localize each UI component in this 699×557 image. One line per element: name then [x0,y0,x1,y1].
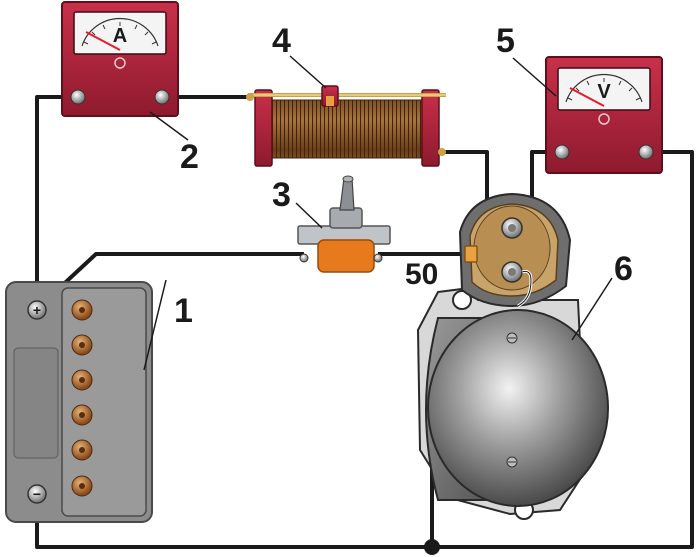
rheostat-icon [246,85,446,167]
callout-starter: 6 [614,250,633,288]
ammeter-icon [61,1,179,117]
starter-motor-icon [416,192,609,520]
battery-positive-label: + [33,302,41,318]
callout-ammeter: 2 [180,138,199,176]
voltmeter-icon [545,56,663,174]
callout-switch: 3 [272,176,291,214]
junction-dot [424,539,440,555]
wire-voltmeter-return [432,150,694,549]
callout-rheostat: 4 [272,22,291,60]
ammeter-letter: A [113,25,127,47]
toggle-switch-icon [297,175,391,273]
terminal-50-label: 50 [405,258,439,291]
callout-voltmeter: 5 [496,22,515,60]
leader-lines [143,55,613,371]
battery-negative-label: − [33,486,41,502]
callout-battery: 1 [174,292,193,330]
battery-icon [5,281,153,523]
voltmeter-letter: V [597,81,611,103]
